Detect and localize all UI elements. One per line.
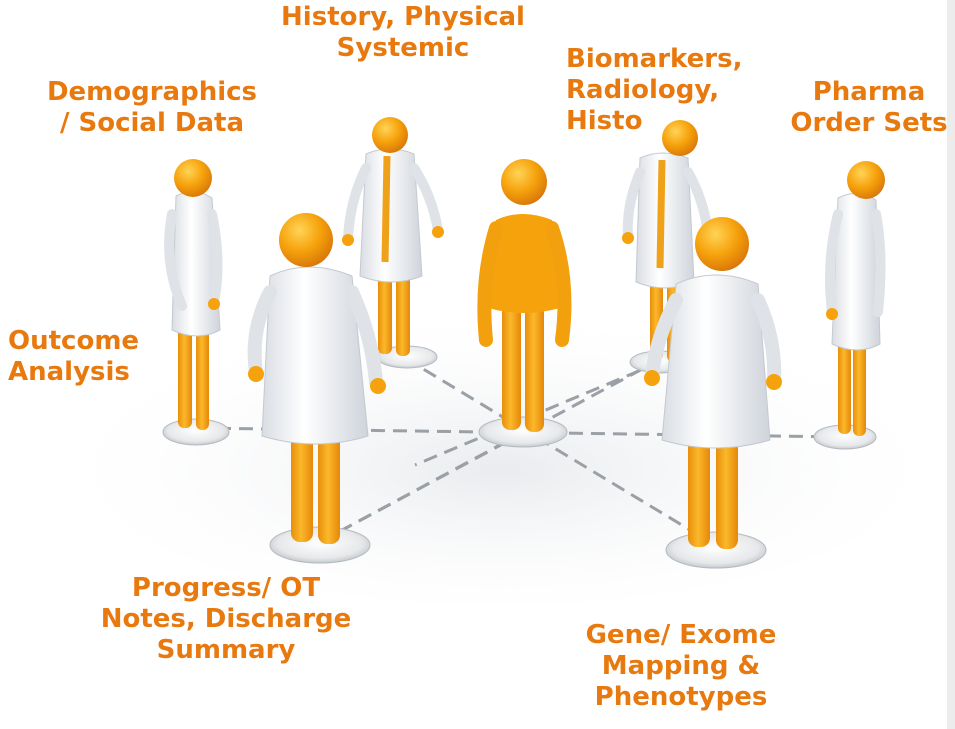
label-line: Summary: [156, 635, 296, 665]
label-line: Pharma: [812, 77, 926, 107]
label-line: Histo: [566, 106, 643, 136]
label-line: Outcome: [8, 326, 140, 356]
label-line: Radiology,: [566, 75, 720, 105]
doctor-figure-progress: [247, 213, 386, 564]
label-line: Gene/ Exome: [585, 620, 777, 650]
doctor-figure-pharma: [813, 161, 886, 450]
label-line: Phenotypes: [594, 682, 768, 712]
doctor-figure-gene: [644, 217, 782, 569]
network-line: [319, 431, 523, 544]
label-line: / Social Data: [59, 108, 245, 138]
center-person-figure: [477, 159, 572, 448]
label-gene: Gene/ Exome Mapping & Phenotypes: [566, 620, 796, 713]
doctor-figure-demographics: [162, 159, 230, 446]
label-line: Systemic: [336, 33, 470, 63]
right-edge-strip: [947, 0, 955, 729]
label-demographics: Demographics / Social Data: [20, 77, 284, 139]
label-line: Progress/ OT: [131, 573, 321, 603]
label-line: Demographics: [46, 77, 258, 107]
label-line: Notes, Discharge: [100, 604, 352, 634]
network-line: [404, 356, 716, 547]
label-outcome: Outcome Analysis: [8, 326, 168, 388]
label-biomarkers: Biomarkers, Radiology, Histo: [566, 44, 766, 137]
label-history: History, Physical Systemic: [268, 2, 538, 64]
doctor-figure-history: [342, 117, 444, 369]
label-pharma: Pharma Order Sets: [784, 77, 954, 139]
label-progress: Progress/ OT Notes, Discharge Summary: [88, 573, 364, 666]
label-line: Mapping &: [601, 651, 761, 681]
label-line: History, Physical: [281, 2, 525, 32]
label-line: Biomarkers,: [566, 44, 743, 74]
label-line: Order Sets: [790, 108, 948, 138]
label-line: Analysis: [8, 357, 130, 387]
